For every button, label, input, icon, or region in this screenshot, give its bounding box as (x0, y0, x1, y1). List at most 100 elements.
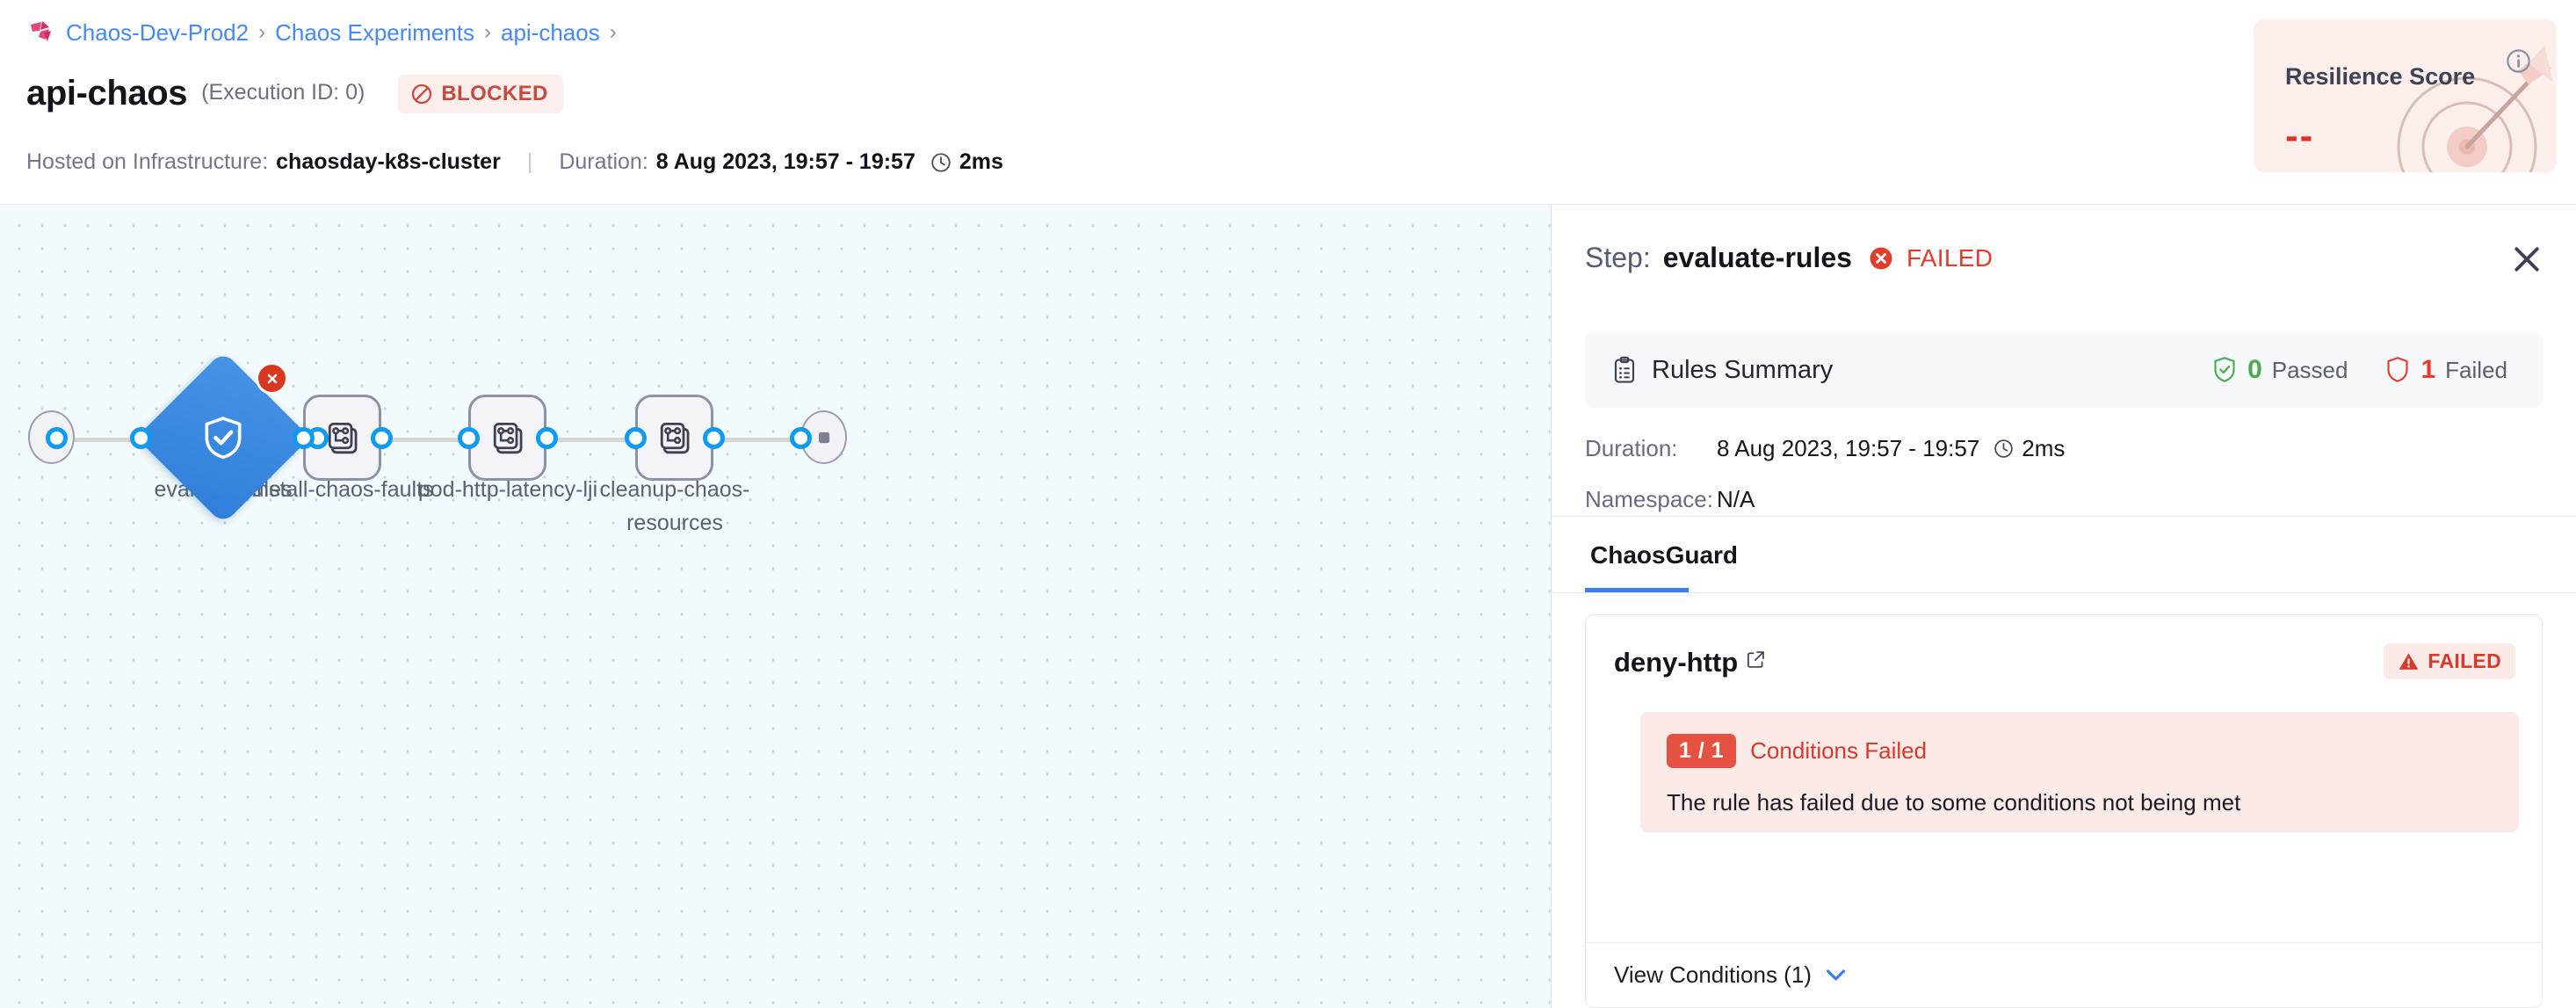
step-title-row: Step: evaluate-rules FAILED (1585, 242, 1993, 274)
rules-summary-card: Rules Summary 0 Passed 1 Failed (1585, 332, 2543, 408)
conditions-count-pill: 1 / 1 (1667, 734, 1737, 768)
node-evaluate-rules[interactable] (136, 351, 310, 525)
detail-namespace-row: Namespace: N/A (1585, 486, 1755, 513)
shield-check-icon (2214, 357, 2235, 382)
rules-summary-stats: 0 Passed 1 Failed (2211, 355, 2507, 385)
infrastructure-value: chaosday-k8s-cluster (276, 149, 501, 174)
port-install-out[interactable] (371, 427, 393, 449)
rule-card-deny-http: deny-http FAILED 1 / 1 Condition (1585, 614, 2543, 1008)
view-conditions-toggle[interactable]: View Conditions (1) (1586, 942, 2542, 1007)
rules-summary-title-group: Rules Summary (1611, 356, 1833, 385)
failed-label: Failed (2445, 356, 2507, 383)
shield-outline-icon (2387, 357, 2409, 382)
node-label-cleanup-chaos-resources: cleanup-chaos-resources (599, 477, 750, 535)
header-meta: Hosted on Infrastructure: chaosday-k8s-c… (26, 149, 1003, 175)
duration-value: 8 Aug 2023, 19:57 - 19:57 (1717, 435, 1980, 461)
status-badge: BLOCKED (398, 74, 563, 113)
rule-status-label: FAILED (2428, 649, 2501, 672)
breadcrumb: Chaos-Dev-Prod2 › Chaos Experiments › ap… (30, 19, 617, 46)
title-row: api-chaos (Execution ID: 0) BLOCKED (26, 74, 563, 113)
resilience-score-title: Resilience Score (2285, 63, 2476, 90)
step-name: evaluate-rules (1662, 242, 1852, 273)
duration-value: 8 Aug 2023, 19:57 - 19:57 (655, 149, 915, 174)
status-badge-label: BLOCKED (441, 81, 548, 105)
failed-count: 1 (2420, 355, 2436, 384)
chaos-fault-icon (493, 422, 523, 453)
passed-label: Passed (2271, 356, 2348, 383)
tab-active-indicator (1585, 588, 1689, 592)
chaos-logo-icon (31, 21, 51, 41)
external-link-icon[interactable] (1746, 649, 1766, 670)
rule-title-group: deny-http (1614, 647, 1766, 678)
port-cleanup-in[interactable] (625, 427, 647, 449)
breadcrumb-separator: › (609, 20, 617, 44)
conditions-failed-header: 1 / 1 Conditions Failed (1667, 734, 1927, 768)
step-status: FAILED (1906, 243, 1994, 272)
clock-icon (1994, 439, 2014, 458)
node-icon-wrap (141, 355, 306, 520)
port-cleanup-out[interactable] (703, 427, 725, 449)
error-x-icon (267, 373, 277, 383)
duration-key: Duration: (1585, 435, 1678, 461)
step-detail-panel: Step: evaluate-rules FAILED (1552, 205, 2576, 1008)
rule-name: deny-http (1614, 647, 1739, 678)
node-cleanup-chaos-resources[interactable] (635, 395, 713, 481)
infrastructure-label: Hosted on Infrastructure: (26, 149, 269, 174)
port-install-in[interactable] (293, 427, 315, 449)
page-title: api-chaos (26, 74, 188, 112)
stat-failed: 1 Failed (2384, 355, 2507, 385)
rule-status-badge: FAILED (2384, 643, 2515, 679)
pipeline-graph: evaluate-rules install-chaos-faults (0, 205, 1551, 1008)
stat-passed: 0 Passed (2211, 355, 2348, 385)
duration-elapsed: 2ms (959, 149, 1003, 174)
warning-triangle-icon (2399, 653, 2419, 670)
close-icon[interactable] (2507, 240, 2546, 279)
chevron-down-icon (1826, 969, 1846, 981)
chaos-fault-icon (328, 422, 358, 453)
duration-elapsed: 2ms (2022, 435, 2066, 461)
pipeline-canvas[interactable]: evaluate-rules install-chaos-faults (0, 205, 1552, 1008)
duration-value-group: 8 Aug 2023, 19:57 - 19:57 2ms (1717, 435, 2065, 462)
step-detail-header: Step: evaluate-rules FAILED (1552, 205, 2576, 319)
breadcrumb-item-project[interactable]: Chaos-Dev-Prod2 (66, 19, 250, 46)
shield-check-icon (205, 417, 242, 460)
resilience-score-value: -- (2285, 114, 2315, 157)
view-conditions-label: View Conditions (1) (1614, 961, 1812, 988)
node-label-install-chaos-faults: install-chaos-faults (251, 477, 434, 502)
chaos-fault-icon (660, 422, 690, 453)
edge-pod-latency-to-cleanup (549, 438, 659, 442)
tab-chaosguard[interactable]: ChaosGuard (1590, 541, 1739, 569)
edge-cleanup-to-end (716, 438, 821, 442)
panel-tabs: ChaosGuard (1552, 516, 2576, 593)
conditions-failed-label: Conditions Failed (1750, 737, 1928, 764)
detail-duration-row: Duration: 8 Aug 2023, 19:57 - 19:57 2ms (1585, 435, 2065, 462)
port-pod-latency-in[interactable] (458, 427, 480, 449)
port-start-out[interactable] (46, 427, 68, 449)
port-pod-latency-out[interactable] (536, 427, 558, 449)
node-pod-http-latency[interactable] (468, 395, 546, 481)
breadcrumb-item-chaos-experiments[interactable]: Chaos Experiments (275, 19, 474, 46)
edge-start-to-evaluate-rules (56, 438, 179, 442)
node-status-badge-failed (256, 362, 288, 395)
breadcrumb-item-api-chaos[interactable]: api-chaos (500, 19, 600, 46)
blocked-circle-icon (412, 83, 432, 104)
namespace-value: N/A (1717, 486, 1755, 512)
meta-divider: | (526, 149, 533, 174)
namespace-key: Namespace: (1585, 486, 1713, 512)
breadcrumb-separator: › (258, 20, 266, 44)
step-prefix-label: Step: (1585, 242, 1651, 273)
edge-install-to-pod-latency (387, 438, 492, 442)
page-header: Chaos-Dev-Prod2 › Chaos Experiments › ap… (0, 0, 2576, 205)
breadcrumb-separator: › (483, 20, 491, 44)
info-icon[interactable] (2505, 47, 2532, 75)
duration-label: Duration: (559, 149, 648, 174)
clipboard-icon (1614, 356, 1635, 383)
stop-icon (818, 431, 829, 443)
clock-icon (931, 152, 951, 172)
node-label-pod-http-latency: pod-http-latency-lji (417, 477, 598, 502)
rules-summary-title: Rules Summary (1652, 355, 1834, 384)
port-end-in[interactable] (790, 427, 812, 449)
port-evaluate-rules-in[interactable] (130, 427, 152, 449)
conditions-failed-box: 1 / 1 Conditions Failed The rule has fai… (1640, 712, 2519, 832)
